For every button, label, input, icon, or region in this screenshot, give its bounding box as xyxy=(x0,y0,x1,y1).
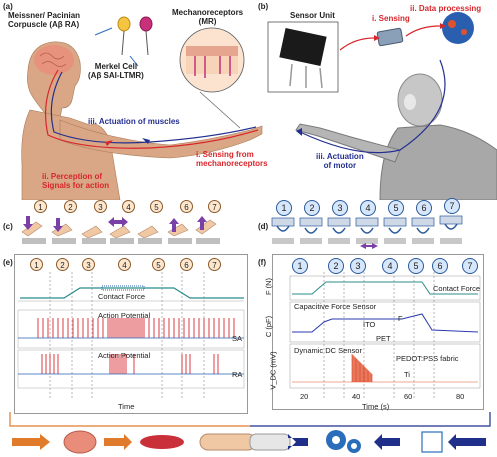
step-e-4: 4 xyxy=(118,258,131,271)
arrow-right-orange-1 xyxy=(12,434,50,450)
step-d-4: 4 xyxy=(360,200,376,216)
gears-icon xyxy=(326,430,361,453)
step-c-7: 7 xyxy=(208,200,221,213)
step-d-2: 2 xyxy=(304,200,320,216)
meissner-label: Meissner/ Pacinian Corpuscle (Aβ RA) xyxy=(8,11,81,29)
panel-f-label: (f) xyxy=(258,258,266,267)
f-xtick-20: 20 xyxy=(300,392,309,401)
actuation-motor-label: iii. Actuation of motor xyxy=(316,152,364,170)
step-f-5: 5 xyxy=(408,258,424,274)
chip-icon xyxy=(421,431,443,453)
f-ito-label: ITO xyxy=(363,320,376,329)
f-contact-force-trace xyxy=(292,281,478,295)
sensing-mr-label: i. Sensing from mechanoreceptors xyxy=(196,150,268,168)
step-c-2: 2 xyxy=(64,200,77,213)
brain-icon xyxy=(34,45,74,75)
e-contact-force-label: Contact Force xyxy=(98,292,146,301)
panel-c-label: (c) xyxy=(3,222,13,231)
step-d-5: 5 xyxy=(388,200,404,216)
dc-voltage-trace xyxy=(351,354,373,382)
f-xlabel: Time (s) xyxy=(362,402,390,411)
robot-figure xyxy=(295,73,497,200)
e-ra-label: RA xyxy=(232,370,243,379)
ai-brain-icon xyxy=(442,12,474,44)
f-ylabel-cap: C (pF) xyxy=(264,315,274,338)
step-d-1: 1 xyxy=(276,200,292,216)
arrow-right-orange-2 xyxy=(104,434,132,450)
finger-press-illustrations xyxy=(21,216,220,244)
step-c-4: 4 xyxy=(122,200,135,213)
panel-a-b-illustration xyxy=(21,12,497,200)
step-e-3: 3 xyxy=(82,258,95,271)
panel-f-plot xyxy=(289,272,481,399)
step-e-1: 1 xyxy=(30,258,43,271)
corpuscle-icons xyxy=(117,16,153,56)
f-force-mark: F xyxy=(398,314,403,323)
step-c-1: 1 xyxy=(34,200,47,213)
f-xtick-40: 40 xyxy=(352,392,361,401)
step-e-2: 2 xyxy=(56,258,69,271)
sa-spike-train xyxy=(37,318,235,338)
contact-force-trace xyxy=(20,287,244,299)
f-contact-force-label: Contact Force xyxy=(433,284,481,293)
step-c-5: 5 xyxy=(150,200,163,213)
f-xtick-60: 60 xyxy=(404,392,413,401)
e-xlabel: Time xyxy=(118,402,135,411)
step-f-2: 2 xyxy=(328,258,344,274)
processor-icon xyxy=(376,27,404,47)
mechanoreceptors-label: Mechanoreceptors (MR) xyxy=(172,8,244,26)
panel-a-label: (a) xyxy=(3,2,13,11)
sensing-label: i. Sensing xyxy=(372,14,410,23)
panel-e-label: (e) xyxy=(3,258,13,267)
bottom-flow-bar xyxy=(9,412,491,454)
human-figure xyxy=(21,41,263,200)
step-d-3: 3 xyxy=(332,200,348,216)
step-f-7: 7 xyxy=(462,258,478,274)
sensor-chip-icon xyxy=(279,27,327,67)
f-ylabel-voltage: V_DC (mV) xyxy=(268,351,278,390)
actuation-muscles-label: iii. Actuation of muscles xyxy=(88,117,180,126)
step-e-6: 6 xyxy=(180,258,193,271)
e-sa-label: SA xyxy=(232,334,243,343)
panel-e-plot xyxy=(17,272,245,399)
panel-b-label: (b) xyxy=(258,2,269,11)
step-f-3: 3 xyxy=(350,258,366,274)
ra-spike-train xyxy=(41,354,219,374)
step-e-7: 7 xyxy=(208,258,221,271)
f-xtick-80: 80 xyxy=(456,392,465,401)
step-f-6: 6 xyxy=(432,258,448,274)
sensor-unit-label: Sensor Unit xyxy=(290,11,335,20)
panel-c-sequence: 1 2 3 4 5 6 7 xyxy=(8,200,240,248)
bottom-brain-icon xyxy=(63,430,97,454)
step-f-4: 4 xyxy=(382,258,398,274)
step-e-5: 5 xyxy=(152,258,165,271)
merkel-label: Merkel Cell (Aβ SAI-LTMR) xyxy=(88,62,144,80)
f-pet-label: PET xyxy=(376,334,391,343)
data-processing-label: ii. Data processing xyxy=(410,4,482,13)
f-dc-sensor-label: Dynamic DC Sensor xyxy=(294,346,362,355)
step-c-3: 3 xyxy=(94,200,107,213)
handshake-icon xyxy=(199,433,257,451)
capacitance-trace xyxy=(292,313,479,333)
f-pedot-label: PEDOT:PSS fabric xyxy=(396,354,459,363)
step-f-1: 1 xyxy=(292,258,308,274)
f-cap-sensor-label: Capacitive Force Sensor xyxy=(294,302,377,311)
e-action-potential-1-label: Action Potential xyxy=(98,311,151,320)
step-d-7: 7 xyxy=(444,198,460,214)
muscle-icon xyxy=(140,435,184,449)
e-action-potential-2-label: Action Potential xyxy=(98,351,151,360)
step-d-6: 6 xyxy=(416,200,432,216)
panel-d-label: (d) xyxy=(258,222,269,231)
f-ti-label: Ti xyxy=(404,370,410,379)
perception-label: ii. Perception of Signals for action xyxy=(42,172,110,190)
step-c-6: 6 xyxy=(180,200,193,213)
sensor-press-illustrations xyxy=(271,215,463,249)
f-ylabel-force: F (N) xyxy=(264,277,274,296)
panel-d-sequence: 1 2 3 4 5 6 7 xyxy=(268,198,494,250)
